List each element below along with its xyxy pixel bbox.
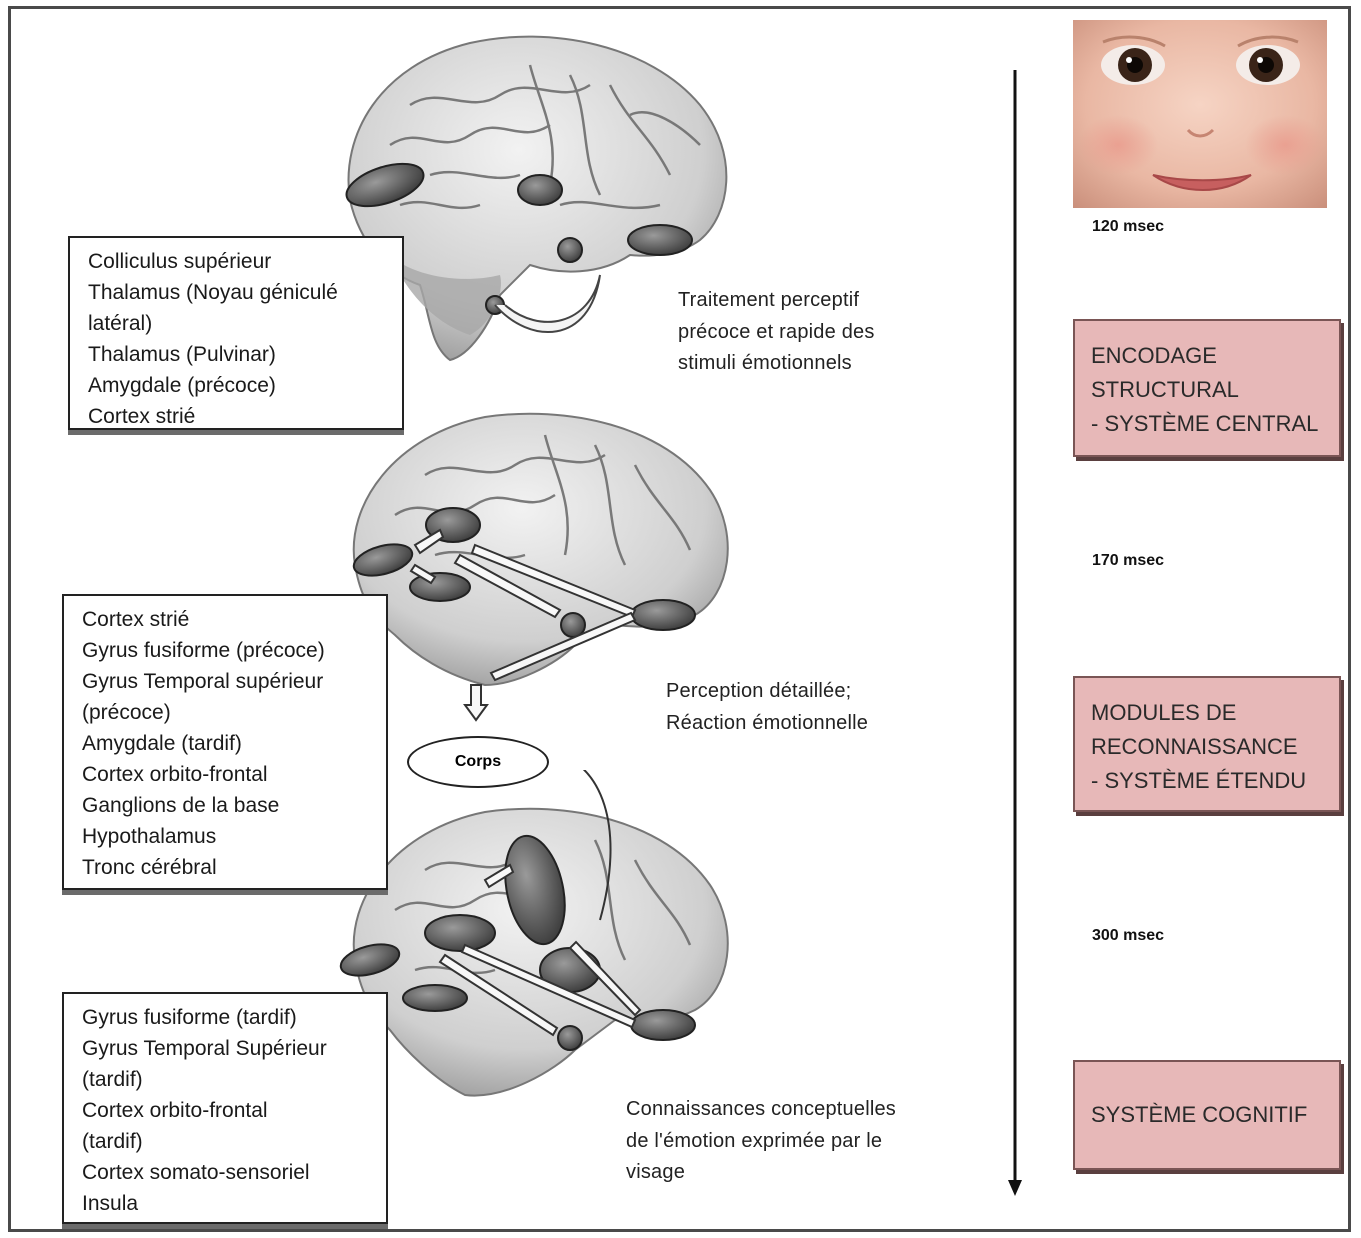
stage-line: RECONNAISSANCE [1091, 730, 1323, 764]
corps-label: Corps [455, 753, 501, 771]
description-line: Perception détaillée; [666, 676, 868, 708]
description-line: Réaction émotionnelle [666, 708, 868, 740]
description-line: Traitement perceptif [678, 285, 875, 317]
region-label: Gyrus fusiforme (précoce) [82, 635, 372, 666]
description-line: Connaissances conceptuelles [626, 1094, 896, 1126]
region-label: Tronc cérébral [82, 852, 372, 883]
time-arrow [1005, 70, 1025, 1200]
time-label-120: 120 msec [1092, 218, 1164, 236]
region-label: Amygdale (précoce) [88, 370, 388, 401]
time-label-170: 170 msec [1092, 552, 1164, 570]
stage-line: - SYSTÈME CENTRAL [1091, 407, 1323, 441]
description-mid: Perception détaillée; Réaction émotionne… [666, 676, 868, 739]
description-late: Connaissances conceptuelles de l'émotion… [626, 1094, 896, 1189]
region-label: Cortex somato-sensoriel [82, 1157, 372, 1188]
region-label: Thalamus (Noyau géniculé [88, 277, 388, 308]
description-line: précoce et rapide des [678, 317, 875, 349]
stage-line: STRUCTURAL [1091, 373, 1323, 407]
regions-box-late: Gyrus fusiforme (tardif) Gyrus Temporal … [62, 992, 388, 1224]
stage-line: SYSTÈME COGNITIF [1091, 1098, 1323, 1132]
region-label: Cortex strié [82, 604, 372, 635]
stage-line: MODULES DE [1091, 696, 1323, 730]
region-label: Thalamus (Pulvinar) [88, 339, 388, 370]
stage-line: - SYSTÈME ÉTENDU [1091, 764, 1323, 798]
description-line: de l'émotion exprimée par le [626, 1126, 896, 1158]
region-label: Colliculus supérieur [88, 246, 388, 277]
stage-box-recognition: MODULES DE RECONNAISSANCE - SYSTÈME ÉTEN… [1073, 676, 1341, 812]
region-label: Hypothalamus [82, 821, 372, 852]
region-label: Gyrus Temporal Supérieur [82, 1033, 372, 1064]
region-label: (tardif) [82, 1126, 372, 1157]
stage-line: ENCODAGE [1091, 339, 1323, 373]
description-line: visage [626, 1157, 896, 1189]
brain-late [335, 770, 755, 1120]
regions-box-mid: Cortex strié Gyrus fusiforme (précoce) G… [62, 594, 388, 890]
region-label: (précoce) [82, 697, 372, 728]
region-label: Gyrus fusiforme (tardif) [82, 1002, 372, 1033]
region-label: Cortex strié [88, 401, 388, 432]
region-label: Cortex orbito-frontal [82, 759, 372, 790]
time-label-300: 300 msec [1092, 927, 1164, 945]
region-label: Insula [82, 1188, 372, 1219]
face-photo [1073, 20, 1327, 208]
regions-box-early: Colliculus supérieur Thalamus (Noyau gén… [68, 236, 404, 430]
description-early: Traitement perceptif précoce et rapide d… [678, 285, 875, 380]
region-label: Gyrus Temporal supérieur [82, 666, 372, 697]
region-label: Ganglions de la base [82, 790, 372, 821]
region-label: (tardif) [82, 1064, 372, 1095]
stage-box-cognitive: SYSTÈME COGNITIF [1073, 1060, 1341, 1170]
description-line: stimuli émotionnels [678, 348, 875, 380]
corps-node: Corps [407, 736, 549, 788]
region-label: latéral) [88, 308, 388, 339]
region-label: Amygdale (tardif) [82, 728, 372, 759]
stage-box-encoding: ENCODAGE STRUCTURAL - SYSTÈME CENTRAL [1073, 319, 1341, 457]
region-label: Cortex orbito-frontal [82, 1095, 372, 1126]
